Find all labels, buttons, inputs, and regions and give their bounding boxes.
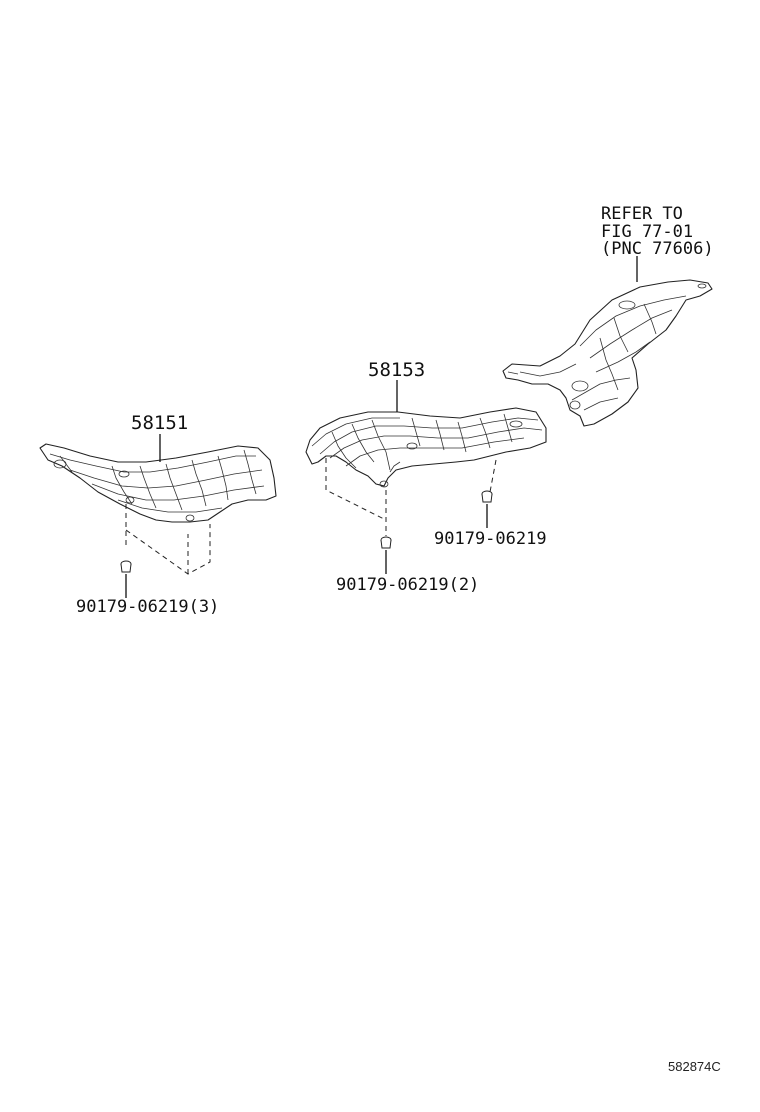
part-number-58151: 58151 [131,412,188,434]
reference-note-line2: FIG 77-01 [601,222,693,242]
leader-lines [125,256,638,598]
heat-insulator-center-drawing [305,407,547,488]
figure-code: 582874C [668,1059,721,1074]
reference-part-drawing [502,279,713,427]
heat-insulator-front-drawing [39,443,277,523]
clip-center-right-label: 90179-06219 [434,529,547,549]
reference-note-line3: (PNC 77606) [601,239,714,259]
clip-center-label: 90179-06219(2) [336,575,479,595]
part-number-58153: 58153 [368,359,425,381]
clip-front [120,560,132,573]
clip-front-label: 90179-06219(3) [76,597,219,617]
clip-center-right [481,490,493,503]
clip-center [380,536,392,549]
mounting-dashed-lines [125,458,497,575]
reference-note-line1: REFER TO [601,204,683,224]
